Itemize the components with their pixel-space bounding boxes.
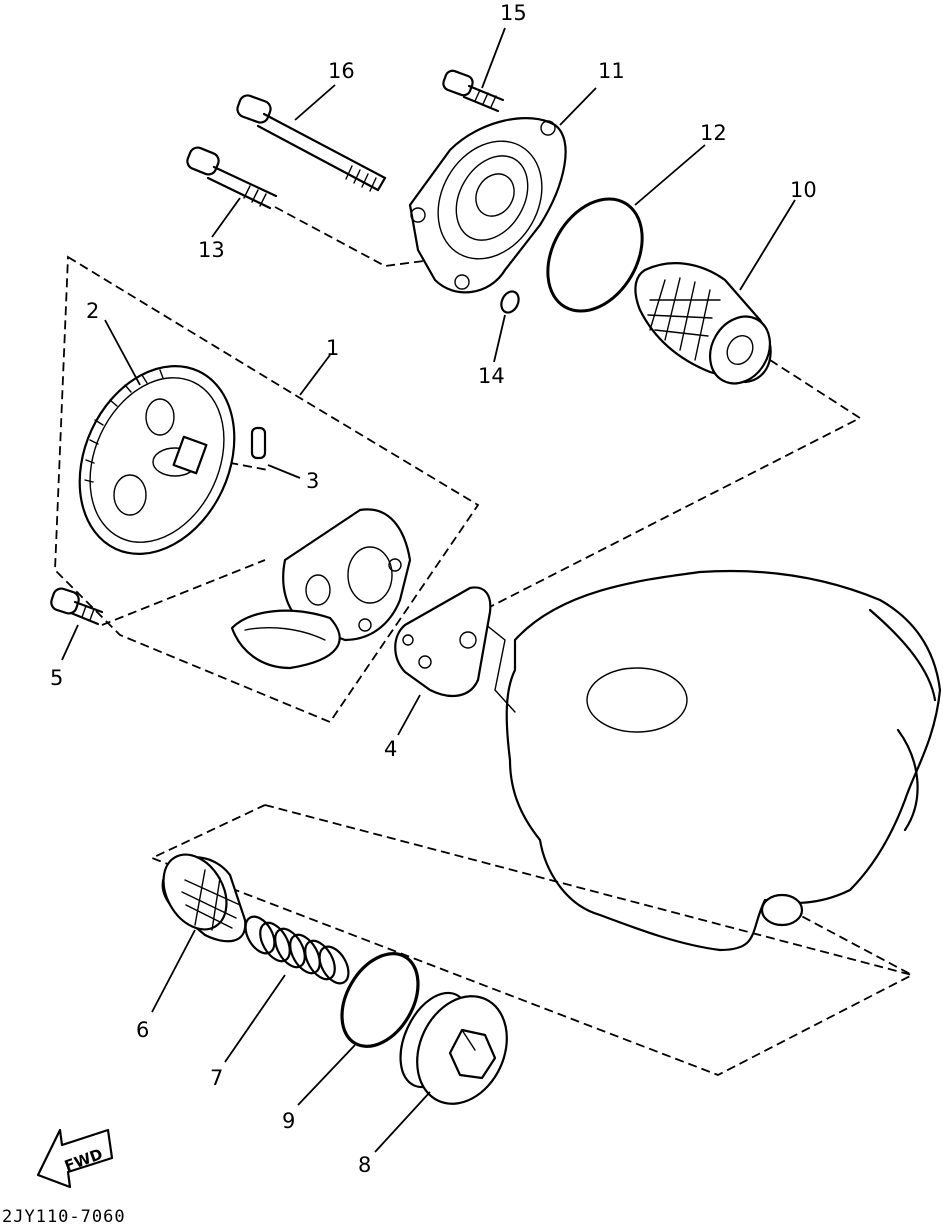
diagram-code: 2JY110-7060 [2, 1207, 126, 1225]
long-bolt-part-16 [236, 94, 387, 192]
oil-filter-part-10 [634, 262, 772, 385]
driven-gear-part-2 [78, 365, 236, 555]
callout-16: 16 [328, 59, 355, 83]
callout-15: 15 [500, 1, 527, 25]
oil-pump-body [230, 508, 412, 670]
callout-3: 3 [306, 469, 319, 493]
callout-6: 6 [136, 1018, 149, 1042]
filter-to-crankcase-line [479, 359, 862, 613]
short-bolt-part-15 [442, 69, 505, 113]
oil-pump-assembly-outline [54, 255, 480, 724]
callout-5: 5 [50, 666, 63, 690]
callout-8: 8 [358, 1153, 371, 1177]
callout-11: 11 [598, 59, 625, 83]
callout-1: 1 [326, 336, 339, 360]
bolt-part-13 [186, 146, 278, 210]
small-o-ring-part-14 [500, 290, 520, 314]
callout-7: 7 [210, 1066, 223, 1090]
gasket-part-4 [394, 586, 492, 698]
callout-leaders [61, 27, 796, 1153]
strainer-to-crankcase-line [789, 909, 913, 976]
callout-4: 4 [384, 737, 397, 761]
filter-cover-part-11 [408, 117, 567, 294]
strainer-part-6 [161, 853, 247, 943]
strainer-assembly-outline [149, 804, 915, 1076]
crankcase-body [479, 569, 942, 952]
pin-part-3 [250, 426, 267, 460]
callout-13: 13 [198, 238, 225, 262]
callout-10: 10 [790, 178, 817, 202]
o-ring-part-12 [546, 197, 644, 313]
callout-2: 2 [86, 299, 99, 323]
screw-part-5 [50, 587, 104, 626]
o-ring-part-9 [340, 952, 420, 1048]
bolt-5-to-pump-line [101, 559, 266, 626]
drain-plug-part-8 [399, 991, 508, 1105]
fwd-arrow-icon: FWD [36, 1128, 114, 1189]
callout-14: 14 [478, 364, 505, 388]
callout-9: 9 [282, 1109, 295, 1133]
callout-12: 12 [700, 121, 727, 145]
spring-part-7 [244, 915, 350, 985]
